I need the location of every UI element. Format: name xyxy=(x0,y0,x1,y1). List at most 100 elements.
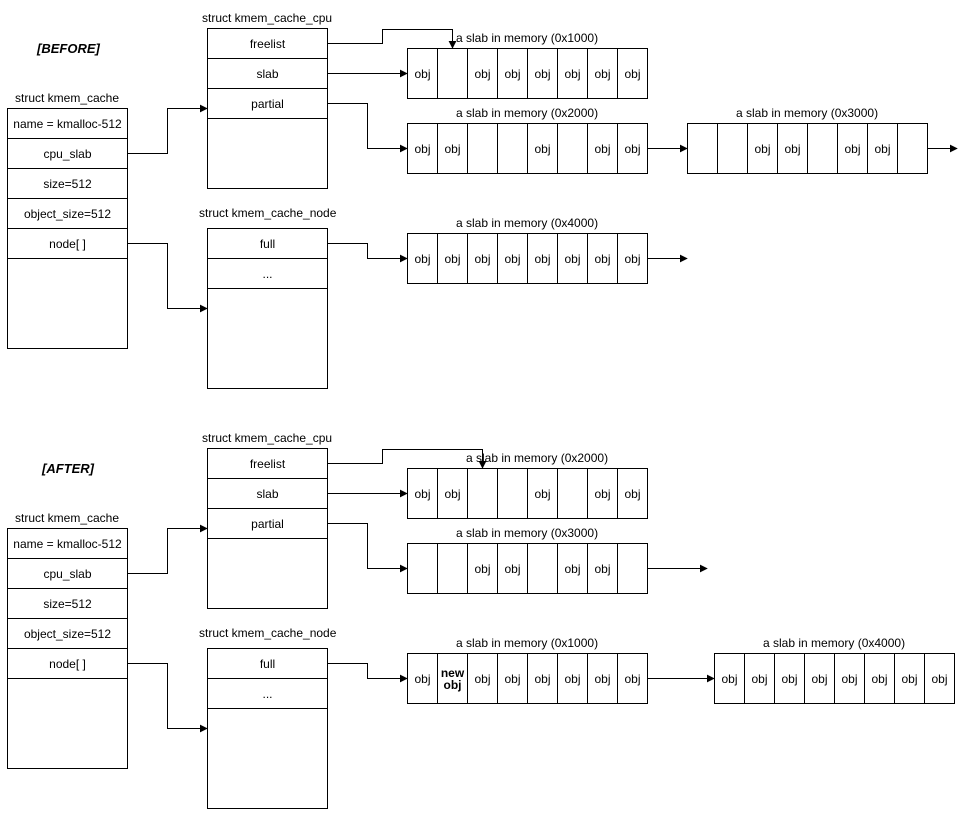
field-cpu-slab: cpu_slab xyxy=(8,139,127,169)
slab-object: obj xyxy=(467,234,497,283)
slab-free-slot xyxy=(437,544,467,593)
slab-object: obj xyxy=(747,124,777,173)
kmem-cache-node-struct: full ... xyxy=(207,228,328,389)
slab-object: obj xyxy=(834,654,864,703)
slab-object: obj xyxy=(587,544,617,593)
slab-free-slot xyxy=(717,124,747,173)
slab-title: a slab in memory (0x1000) xyxy=(456,636,599,650)
slab-object: obj xyxy=(721,671,738,686)
slab-object: obj xyxy=(617,124,647,173)
slab-title: a slab in memory (0x3000) xyxy=(736,106,879,120)
slab-free-slot xyxy=(497,124,527,173)
field-node: node[ ] xyxy=(8,649,127,679)
slab-object: obj xyxy=(777,124,807,173)
field-object-size: object_size=512 xyxy=(8,199,127,229)
slab-object: obj xyxy=(587,234,617,283)
slab-object: obj xyxy=(557,654,587,703)
kmem-cache-title: struct kmem_cache xyxy=(15,91,120,105)
slab-object: obj xyxy=(497,234,527,283)
field-freelist: freelist xyxy=(208,29,327,59)
after-label: [AFTER] xyxy=(42,461,94,476)
slab-title: a slab in memory (0x2000) xyxy=(466,451,609,465)
slab-object: obj xyxy=(617,654,647,703)
slab-object: new obj xyxy=(437,654,467,703)
slab-title: a slab in memory (0x4000) xyxy=(456,216,599,230)
slab-object: obj xyxy=(527,469,557,518)
arrow-partial-to-slab xyxy=(328,103,408,153)
field-full: full xyxy=(208,229,327,259)
slab-object: obj xyxy=(414,671,431,686)
field-size: size=512 xyxy=(8,589,127,619)
slab-object: obj xyxy=(527,49,557,98)
slab-object: obj xyxy=(864,654,894,703)
kmem-cache-cpu-struct: freelist slab partial xyxy=(207,28,328,189)
slab-object: obj xyxy=(557,49,587,98)
slab-object: obj xyxy=(587,469,617,518)
kmem-cache-node-title: struct kmem_cache_node xyxy=(199,206,337,220)
slab-object: obj xyxy=(437,234,467,283)
kmem-cache-cpu-title: struct kmem_cache_cpu xyxy=(202,431,333,445)
slab-object: obj xyxy=(467,654,497,703)
kmem-cache-cpu-title: struct kmem_cache_cpu xyxy=(202,11,333,25)
slab-object: obj xyxy=(617,234,647,283)
slab-free-slot xyxy=(467,469,497,518)
slab-title: a slab in memory (0x3000) xyxy=(456,526,599,540)
arrow-full-to-slab xyxy=(328,663,408,683)
kmem-cache-node-title: struct kmem_cache_node xyxy=(199,626,337,640)
slab-object: obj xyxy=(924,654,954,703)
slab-free-slot xyxy=(527,544,557,593)
slab-object: obj xyxy=(497,544,527,593)
slab-title: a slab in memory (0x4000) xyxy=(763,636,906,650)
kmem-cache-cpu-struct: freelist slab partial xyxy=(207,448,328,609)
slab-object: obj xyxy=(617,469,647,518)
slab-object: obj xyxy=(414,141,431,156)
kmem-cache-struct: name = kmalloc-512 cpu_slab size=512 obj… xyxy=(7,108,128,349)
field-partial: partial xyxy=(208,89,327,119)
slab-object: obj xyxy=(894,654,924,703)
slab-free-slot xyxy=(897,124,927,173)
slab-object: obj xyxy=(527,654,557,703)
slab-object: obj xyxy=(527,234,557,283)
field-slab: slab xyxy=(208,59,327,89)
field-name: name = kmalloc-512 xyxy=(8,529,127,559)
arrow-cpu-slab-to-cpu-struct xyxy=(128,524,208,574)
slab-object: obj xyxy=(867,124,897,173)
slab-object: obj xyxy=(587,654,617,703)
kmem-cache-struct: name = kmalloc-512 cpu_slab size=512 obj… xyxy=(7,528,128,769)
slab-free-slot xyxy=(617,544,647,593)
slab-object: obj xyxy=(414,66,431,81)
field-slab: slab xyxy=(208,479,327,509)
field-partial: partial xyxy=(208,509,327,539)
slab-object: obj xyxy=(437,124,467,173)
field-object-size: object_size=512 xyxy=(8,619,127,649)
arrow-node-to-node-struct xyxy=(128,663,208,733)
slab-object: obj xyxy=(497,654,527,703)
slab-object: obj xyxy=(467,544,497,593)
field-node: node[ ] xyxy=(8,229,127,259)
slab-object: obj xyxy=(414,251,431,266)
slab-object: obj xyxy=(804,654,834,703)
slab-object: obj xyxy=(414,486,431,501)
arrow-freelist-to-slab xyxy=(328,29,457,49)
field-ellipsis: ... xyxy=(208,679,327,709)
arrow-freelist-to-slab xyxy=(328,449,487,469)
slab-free-slot xyxy=(807,124,837,173)
slab-object: obj xyxy=(557,544,587,593)
slab-object: obj xyxy=(617,49,647,98)
slab-object: obj xyxy=(467,49,497,98)
slab-object: obj xyxy=(587,49,617,98)
arrow-cpu-slab-to-cpu-struct xyxy=(128,104,208,154)
field-freelist: freelist xyxy=(208,449,327,479)
kmem-cache-title: struct kmem_cache xyxy=(15,511,120,525)
slab-free-slot xyxy=(437,49,467,98)
slab-object: obj xyxy=(744,654,774,703)
slab-free-slot xyxy=(557,124,587,173)
